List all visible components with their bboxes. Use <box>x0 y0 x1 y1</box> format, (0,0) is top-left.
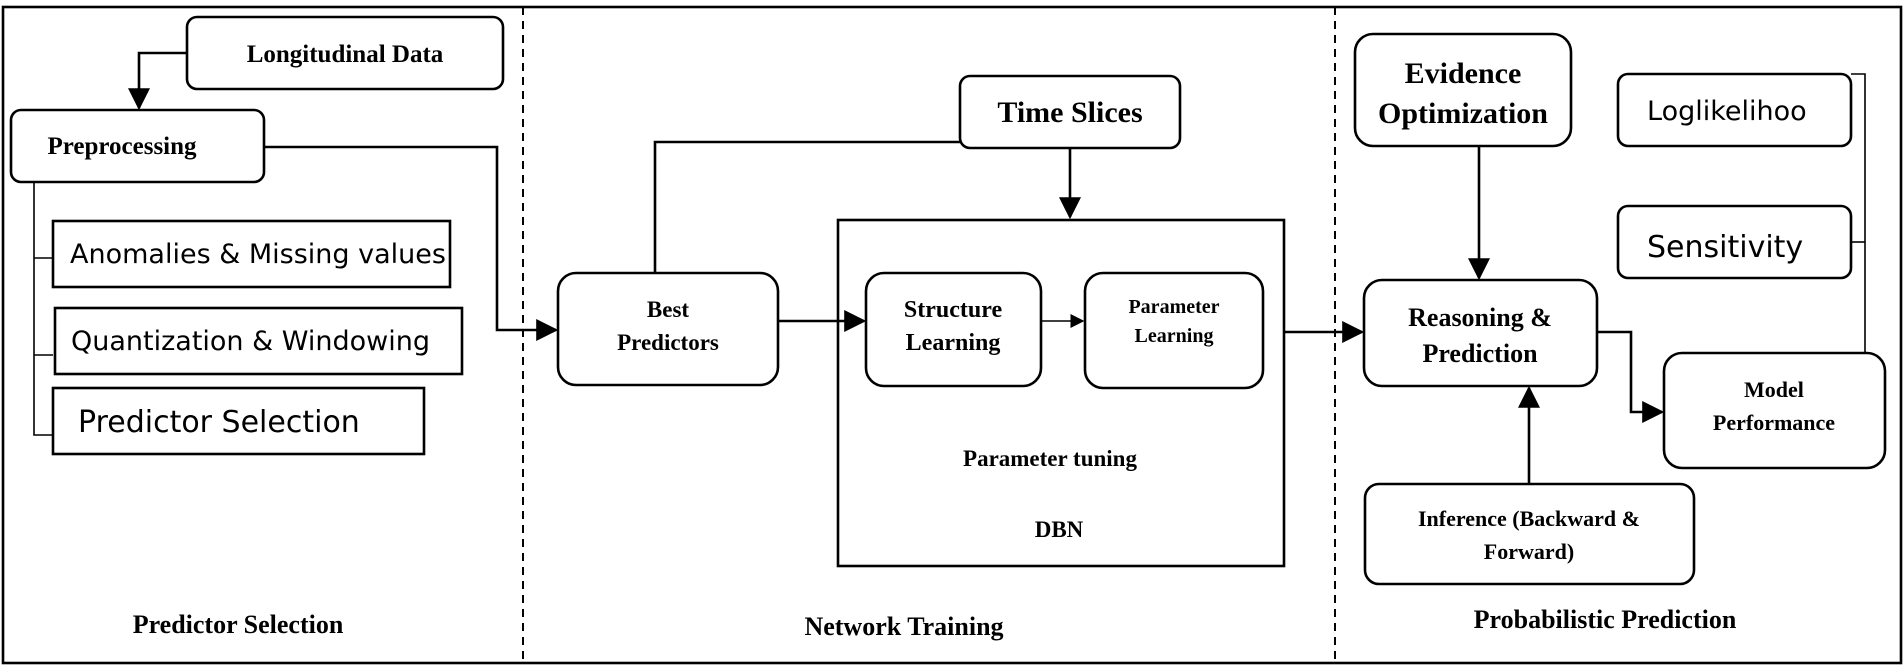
inference-box <box>1363 482 1696 586</box>
reasoning-prediction-box <box>1362 278 1599 388</box>
parameter-learning-label-1: Parameter <box>1128 296 1219 318</box>
time-slices-label: Time Slices <box>997 96 1142 129</box>
outer-frame <box>1 5 1903 665</box>
evidence-optimization-label-2: Optimization <box>1378 97 1548 130</box>
parameter-learning-box <box>1083 271 1265 390</box>
quantization-label: Quantization & Windowing <box>71 326 430 357</box>
section-title-predictor-selection: Predictor Selection <box>133 610 344 639</box>
quantization-box <box>53 306 464 376</box>
reasoning-prediction-label-1: Reasoning & <box>1408 303 1552 332</box>
sensitivity-label: Sensitivity <box>1647 230 1803 265</box>
arrow-preprocessing-to-best-predictors <box>264 145 559 341</box>
arrow-reasoning-to-performance <box>1597 330 1665 423</box>
metrics-bracket <box>1851 73 1866 354</box>
inference-label-2: Forward) <box>1484 539 1574 564</box>
loglikelihood-box <box>1616 72 1853 148</box>
reasoning-prediction-label-2: Prediction <box>1422 339 1538 368</box>
longitudinal-data-label: Longitudinal Data <box>247 41 444 68</box>
loglikelihood-label: Loglikelihoo <box>1647 96 1807 127</box>
anomalies-box <box>51 219 452 289</box>
structure-learning-label-1: Structure <box>904 297 1003 323</box>
evidence-optimization-box <box>1353 32 1573 148</box>
structure-learning-label-2: Learning <box>906 330 1001 356</box>
model-performance-label-2: Performance <box>1713 410 1835 435</box>
best-predictors-label-2: Predictors <box>617 330 719 355</box>
evidence-optimization-label-1: Evidence <box>1405 57 1522 90</box>
model-performance-label-1: Model <box>1744 377 1804 402</box>
best-predictors-box <box>556 271 780 387</box>
predictor-selection-item-label: Predictor Selection <box>78 405 360 440</box>
inference-label-1: Inference (Backward & <box>1418 506 1640 531</box>
dbn-label: DBN <box>1035 517 1084 542</box>
preprocessing-bracket <box>33 182 53 436</box>
anomalies-label: Anomalies & Missing values <box>70 239 446 270</box>
parameter-tuning-label: Parameter tuning <box>963 446 1137 471</box>
predictor-selection-box <box>51 386 426 456</box>
connector-best-predictors-time-slices <box>653 140 960 273</box>
best-predictors-label-1: Best <box>647 297 690 322</box>
parameter-learning-label-2: Learning <box>1135 325 1214 347</box>
section-title-network-training: Network Training <box>804 612 1003 641</box>
arrow-longitudinal-to-preprocessing <box>128 51 187 111</box>
section-title-probabilistic-prediction: Probabilistic Prediction <box>1474 605 1737 634</box>
preprocessing-label: Preprocessing <box>47 133 197 160</box>
